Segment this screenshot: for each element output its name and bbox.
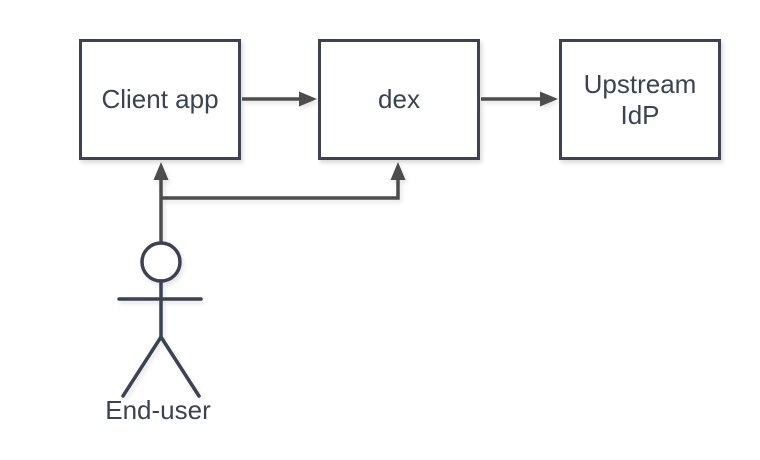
actor-end-user-label: End-user xyxy=(105,395,211,425)
node-upstream-idp-label: Upstream IdP xyxy=(583,69,697,130)
node-upstream-idp: Upstream IdP xyxy=(559,39,721,160)
node-client-app: Client app xyxy=(79,39,241,160)
edge-client-app-to-dex xyxy=(242,91,317,107)
node-dex: dex xyxy=(318,39,480,160)
actor-right-leg xyxy=(159,335,201,398)
arrowhead-icon xyxy=(540,91,558,107)
edge-dex-to-upstream-idp xyxy=(481,91,558,107)
arrowhead-icon xyxy=(299,91,317,107)
arrowhead-icon xyxy=(153,162,169,180)
actor-end-user-figure xyxy=(117,241,203,398)
node-dex-label: dex xyxy=(378,84,420,115)
actor-head xyxy=(140,241,182,283)
node-client-app-label: Client app xyxy=(101,84,219,115)
edge-end-user-to-client-app xyxy=(153,162,169,243)
actor-left-leg xyxy=(121,335,163,398)
edge-end-user-to-dex xyxy=(161,162,406,200)
arrowhead-icon xyxy=(390,162,406,180)
